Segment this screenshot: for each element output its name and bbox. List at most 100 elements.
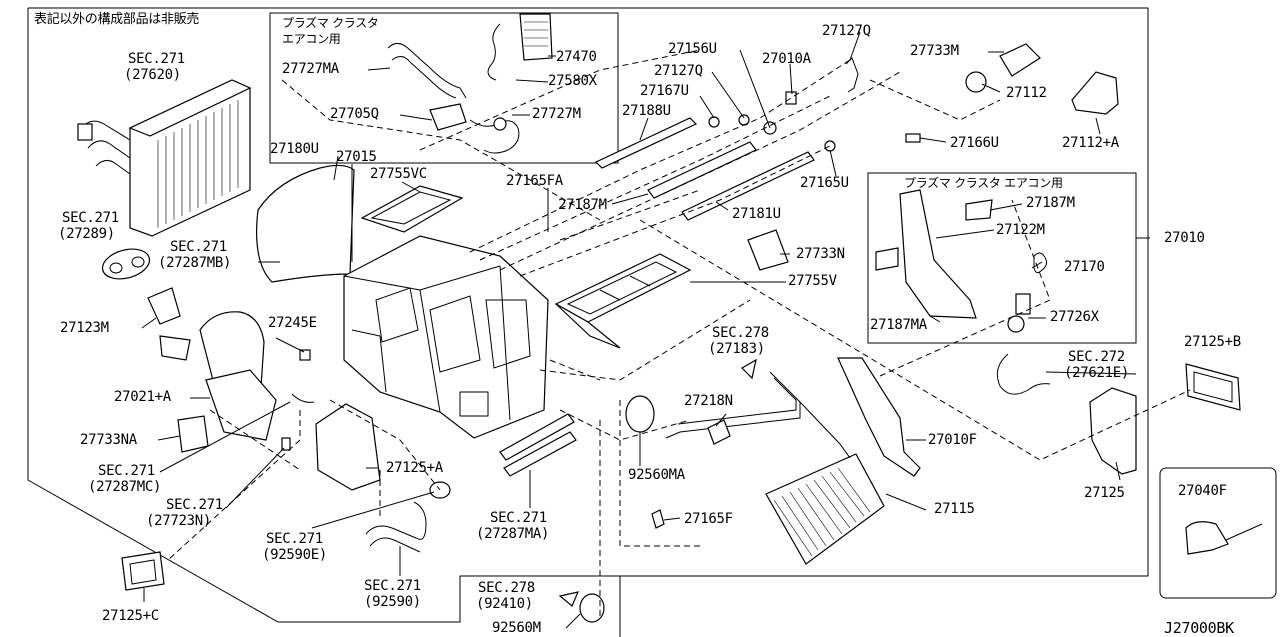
plasma-top-title-2: エアコン用 (282, 32, 341, 46)
clip-27165u (824, 140, 836, 152)
label-27127q-top: 27127Q (822, 23, 871, 39)
label-27040f: 27040F (1178, 483, 1227, 499)
leader-lines (141, 31, 1150, 629)
label-27181u: 27181U (732, 206, 781, 222)
label-sec278-27183-a: SEC.278 (712, 325, 769, 341)
main-frame (28, 7, 1149, 637)
label-27727m: 27727M (532, 106, 581, 122)
label-27010a: 27010A (762, 51, 811, 67)
label-27245e: 27245E (268, 315, 317, 331)
label-27125c: 27125+C (102, 608, 159, 624)
label-27123m: 27123M (60, 320, 109, 336)
label-sec271-27287ma-a: SEC.271 (490, 510, 547, 526)
label-sec271-92590e-b: (92590E) (262, 547, 328, 563)
label-27165f: 27165F (684, 511, 733, 527)
gasket-27755vc (360, 185, 464, 233)
plate-27180u (256, 164, 355, 283)
arrow-27183 (741, 358, 757, 380)
bolt-27010a (785, 91, 797, 105)
rod-27188u (594, 117, 698, 169)
label-sec278-92410-a: SEC.278 (478, 580, 535, 596)
label-27705q: 27705Q (330, 106, 379, 122)
label-92560m: 92560M (492, 620, 541, 636)
grille-27125b (1185, 363, 1241, 411)
hose-27727m (469, 119, 520, 154)
label-27010f: 27010F (928, 432, 977, 448)
plasma-right-title: プラズマ クラスタ エアコン用 (904, 176, 1063, 190)
duct-27125 (1089, 387, 1137, 475)
label-27122m: 27122M (996, 222, 1045, 238)
label-27167u: 27167U (640, 83, 689, 99)
label-27165u: 27165U (800, 175, 849, 191)
label-27015: 27015 (336, 149, 377, 165)
label-27125: 27125 (1084, 485, 1125, 501)
diagram-code: J27000BK (1164, 619, 1234, 637)
screw-27165f (651, 509, 665, 529)
grommet-92560ma (625, 395, 655, 433)
label-27010: 27010 (1164, 230, 1205, 246)
actuator-27733n (747, 229, 789, 271)
plasma-top-title-1: プラズマ クラスタ (282, 16, 379, 30)
label-27755vc: 27755VC (370, 166, 427, 182)
label-sec271-27620-a: SEC.271 (128, 51, 185, 67)
p27040f-box (1159, 467, 1277, 599)
label-27166u: 27166U (950, 135, 999, 151)
ring-27112 (965, 71, 987, 93)
duct-27187ma (899, 189, 977, 319)
clip-27127q-top (845, 57, 859, 93)
label-sec271-27287mb-b: (27287MB) (158, 255, 232, 271)
label-sec271-92590-a: SEC.271 (364, 578, 421, 594)
clip-27287mc (291, 393, 315, 403)
hose-92590 (365, 501, 427, 553)
label-27170: 27170 (1064, 259, 1105, 275)
label-sec271-27287ma-b: (27287MA) (476, 526, 550, 542)
hose-27727ma (387, 43, 467, 99)
clip-27218n (707, 419, 731, 445)
pipes-27183 (665, 371, 851, 459)
module-27470 (487, 13, 553, 81)
resistor-27733na (177, 415, 209, 453)
label-27112a: 27112+A (1062, 135, 1119, 151)
label-sec271-92590-b: (92590) (364, 594, 421, 610)
clip-27167u (708, 116, 720, 128)
label-27180u: 27180U (270, 141, 319, 157)
label-27125b: 27125+B (1184, 334, 1241, 350)
label-27733m: 27733M (910, 43, 959, 59)
bracket-27112a (1071, 71, 1119, 115)
assembly-dash-lines (167, 49, 1191, 620)
label-sec271-27620-b: (27620) (124, 67, 181, 83)
label-sec272-a: SEC.272 (1068, 349, 1125, 365)
label-27470: 27470 (556, 49, 597, 65)
label-27580x: 27580X (548, 73, 597, 89)
label-sec271-27287mb-a: SEC.271 (170, 239, 227, 255)
gasket-27287ma-a (499, 413, 575, 461)
evaporator-27620 (77, 79, 252, 237)
clip-27166u (905, 133, 921, 143)
label-27733n: 27733N (796, 246, 845, 262)
clip-27723n (281, 437, 291, 451)
valve-27726x (1015, 293, 1031, 315)
heater-unit-27015 (343, 235, 549, 439)
label-sec271-27287mc-a: SEC.271 (98, 463, 155, 479)
label-sec271-92590e-a: SEC.271 (266, 531, 323, 547)
actuator-27733m (999, 43, 1041, 77)
heater-core-27115 (765, 453, 885, 565)
duct-27010f (837, 357, 921, 477)
label-sec278-92410-b: (92410) (476, 596, 533, 612)
hose-27621e (996, 353, 1051, 395)
label-sec271-27723n-a: SEC.271 (166, 497, 223, 513)
label-sec271-27289-a: SEC.271 (62, 210, 119, 226)
label-sec272-b: (27621E) (1064, 365, 1130, 381)
spring-27170 (1033, 252, 1048, 274)
main-frame-bottom (27, 8, 620, 623)
filter-27755v (554, 253, 692, 349)
label-27187ma: 27187MA (870, 317, 927, 333)
gasket-27289 (101, 248, 151, 280)
label-27165fa: 27165FA (506, 173, 563, 189)
label-27218n: 27218N (684, 393, 733, 409)
label-27733na: 27733NA (80, 432, 137, 448)
clip-27187m-inset (965, 199, 993, 221)
label-27187m-mid: 27187M (558, 197, 607, 213)
